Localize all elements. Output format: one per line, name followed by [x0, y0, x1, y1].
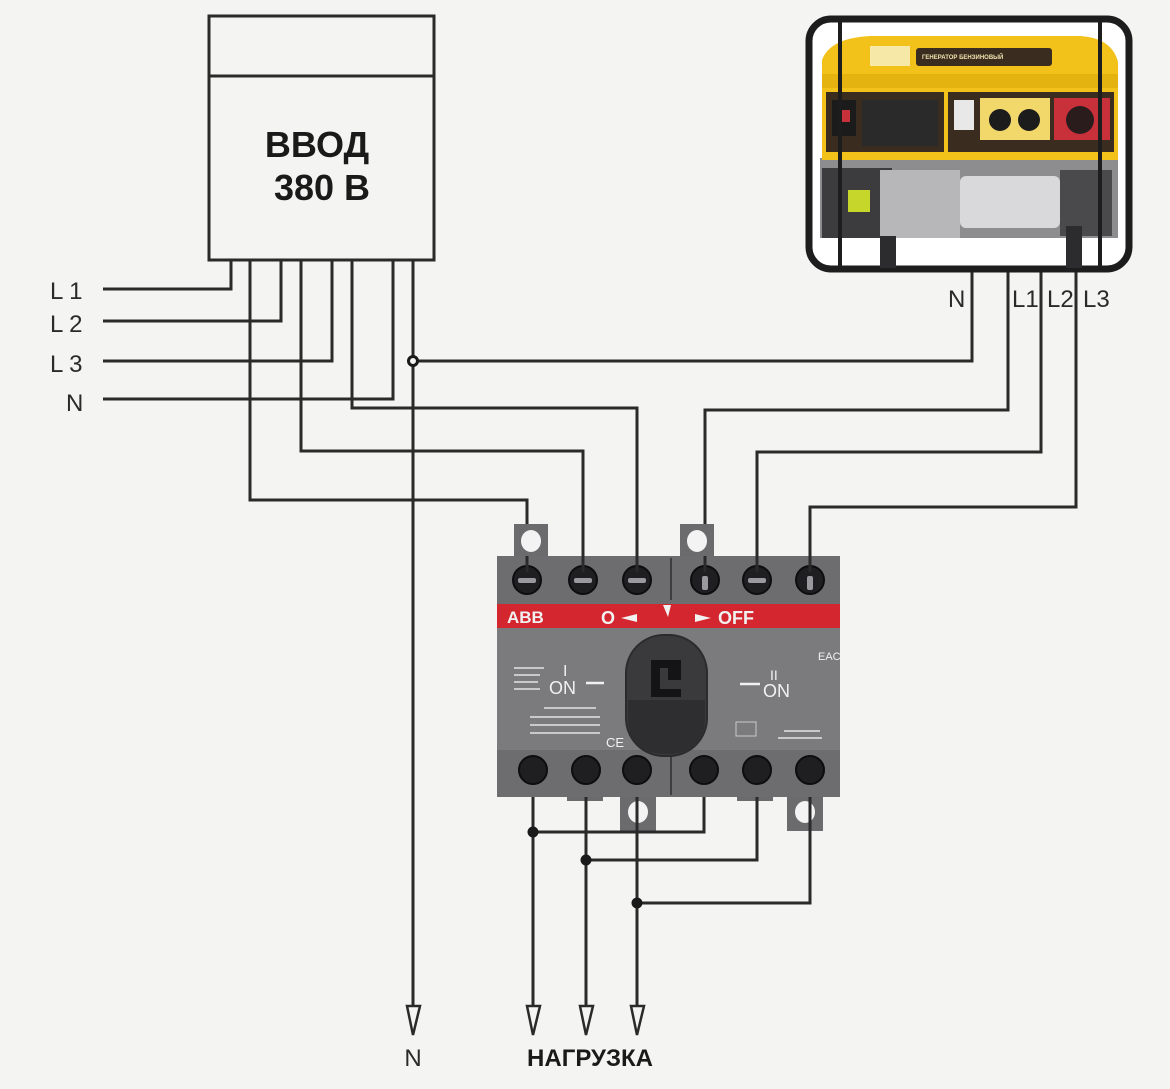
neutral-junction: [407, 355, 419, 367]
switch-arrow-left-icon: [695, 614, 711, 622]
generator-oil-label: [848, 190, 870, 212]
generator-foot-right: [1066, 226, 1082, 268]
mains-wire-l3-in: [103, 260, 334, 363]
generator-frame: [805, 15, 1133, 273]
switch-spec-text-right: [735, 721, 822, 739]
generator-cylinder: [880, 170, 960, 238]
meter-box-outline: [207, 14, 436, 262]
mains-wire-l3-out: [350, 260, 639, 572]
mains-wire-l1-in: [103, 260, 233, 291]
mains-wire-l2-in: [103, 260, 283, 323]
load-output-arrow-l2-icon: [578, 1004, 595, 1036]
switch-eac-mark: EAC: [818, 651, 841, 663]
mains-wire-n-in: [103, 260, 395, 401]
generator-title-text: ГЕНЕРАТОР БЕНЗИНОВЫЙ: [922, 53, 1003, 61]
generator-voltmeter: [954, 100, 974, 130]
mains-label-l2: L 2: [50, 311, 82, 338]
switch-off-left-label: O: [601, 608, 615, 628]
switch-spec-text-left: [514, 667, 600, 734]
generator-logo: [870, 46, 910, 66]
switch-mount-hole: [795, 801, 815, 823]
generator-label-l3: L3: [1083, 286, 1110, 313]
generator-wire-l3: [808, 272, 1078, 572]
generator-wire-l1: [703, 272, 1010, 572]
switch-pos2-label: ON: [763, 681, 790, 701]
switch-top-terminal-row: [497, 556, 840, 604]
mains-label-l3: L 3: [50, 351, 82, 378]
switch-bottom-terminals: [518, 755, 825, 785]
terminal-bottom-3: [622, 755, 652, 785]
generator-label-n: N: [948, 286, 965, 313]
generator: ГЕНЕРАТОР БЕНЗИНОВЫЙ: [805, 15, 1133, 273]
mains-label-n: N: [66, 390, 83, 417]
switch-ce-mark: CE: [606, 735, 624, 750]
switch-pos1-label: ON: [549, 678, 576, 698]
generator-wire-l2: [755, 272, 1043, 572]
generator-info-plate: [862, 100, 938, 146]
load-output-arrow-l3-icon: [629, 1004, 646, 1036]
mains-wire-l2-out: [299, 260, 585, 572]
switch-position-marker-icon: [663, 605, 671, 617]
transfer-switch: ABB O OFF I ON CE II ON EAC: [497, 524, 841, 831]
terminal-bottom-6: [795, 755, 825, 785]
load-junction-l1: [527, 826, 539, 838]
load-label: НАГРУЗКА: [527, 1045, 653, 1072]
load-junction-l3: [631, 897, 643, 909]
switch-mount-hole: [521, 530, 541, 552]
mains-input-box: ВВОД 380 В: [207, 14, 436, 262]
generator-label-l1: L1: [1012, 286, 1039, 313]
output-bridge-l3: [637, 797, 812, 905]
output-bridge-l1: [533, 797, 706, 834]
mains-wire-l1-out: [248, 260, 529, 572]
generator-wire-n: [413, 272, 974, 363]
switch-off-right-label: OFF: [718, 608, 754, 628]
generator-label-l2: L2: [1047, 286, 1074, 313]
switch-brand-logo: ABB: [507, 608, 544, 627]
terminal-bottom-1: [518, 755, 548, 785]
switch-handle-grip-icon: [651, 660, 681, 697]
generator-3phase-socket-icon: [1066, 106, 1094, 134]
meter-box-voltage: 380 В: [274, 167, 370, 208]
generator-muffler: [1060, 170, 1112, 236]
generator-socket-2-icon: [1018, 109, 1040, 131]
switch-arrow-right-icon: [621, 614, 637, 622]
output-bridge-l2: [586, 797, 759, 862]
terminal-bottom-2: [571, 755, 601, 785]
switch-pos2-number: II: [770, 667, 778, 683]
switch-mount-lip: [737, 795, 773, 801]
switch-bottom-terminal-row: [497, 750, 840, 797]
generator-title-plate: [916, 48, 1052, 66]
load-junction-l2: [580, 854, 592, 866]
generator-socket-1-icon: [989, 109, 1011, 131]
generator-foot-left: [880, 236, 896, 268]
switch-pos1-number: I: [563, 663, 567, 680]
neutral-output-arrow-icon: [405, 1004, 422, 1036]
load-output-arrow-l1-icon: [525, 1004, 542, 1036]
meter-box-title: ВВОД: [265, 124, 369, 165]
switch-handle-lower: [628, 700, 705, 754]
generator-alternator: [960, 176, 1060, 228]
neutral-output-label: N: [404, 1045, 421, 1072]
generator-body-rim: [822, 74, 1118, 88]
mains-label-l1: L 1: [50, 278, 82, 305]
terminal-bottom-4: [689, 755, 719, 785]
switch-top-terminals: [512, 565, 825, 595]
terminal-bottom-5: [742, 755, 772, 785]
switch-mount-hole: [687, 530, 707, 552]
